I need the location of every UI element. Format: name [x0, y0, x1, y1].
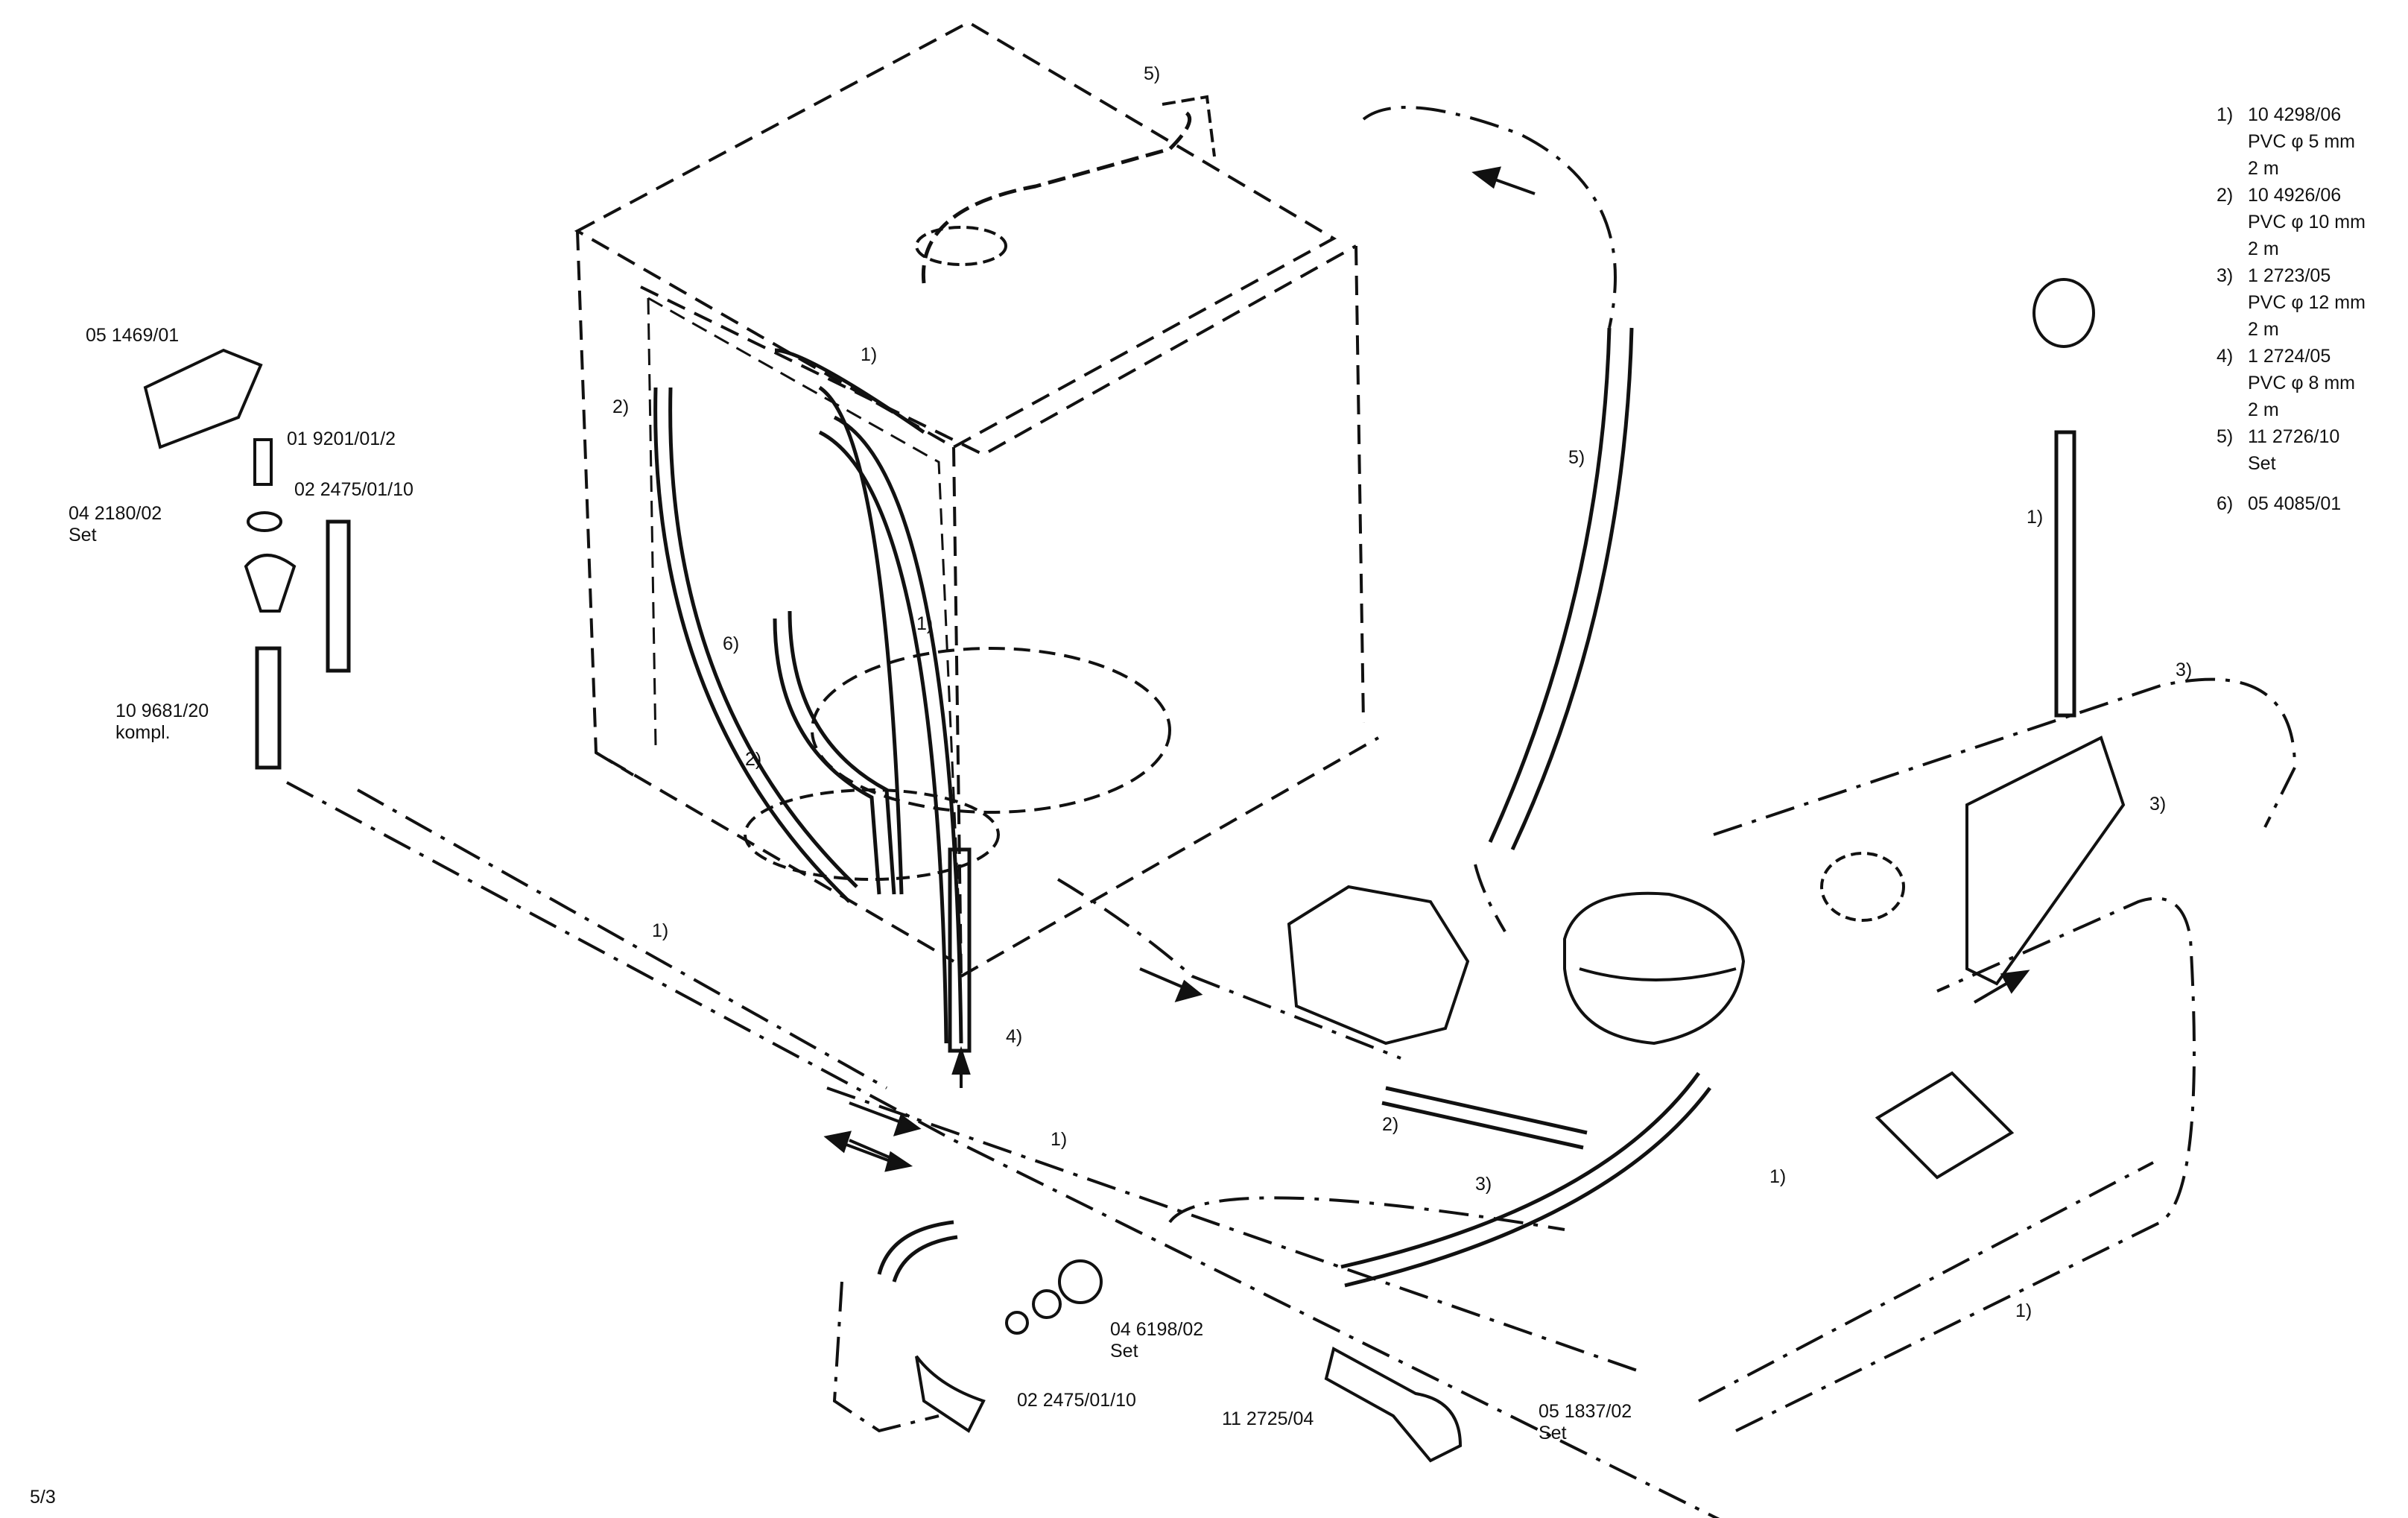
callout-2-left: 2)	[612, 396, 630, 417]
legend-row: 5)11 2726/10	[2217, 426, 2340, 447]
callout-5-top: 5)	[1144, 63, 1161, 84]
part-label-051837: 05 1837/02 Set	[1539, 1401, 1632, 1443]
callout-2-bottom: 2)	[1382, 1114, 1399, 1135]
part-label-112725: 11 2725/04	[1222, 1408, 1314, 1429]
legend-row: 4)1 2724/05	[2217, 346, 2331, 367]
page-number: 5/3	[30, 1487, 56, 1508]
legend-row: 1)10 4298/06	[2217, 104, 2342, 125]
callout-5-right: 5)	[1568, 447, 1585, 468]
legend-row: 2)10 4926/06	[2217, 185, 2342, 206]
elbow-051837	[1324, 1347, 1463, 1463]
cabinet-outline	[574, 20, 1379, 978]
callout-1-inner: 1)	[916, 613, 934, 634]
callout-1-pipe: 1)	[861, 344, 878, 365]
legend-spec: PVC φ 12 mm	[2248, 292, 2366, 313]
cap-046198	[1058, 1259, 1103, 1304]
callout-1-right-low: 1)	[1769, 1166, 1787, 1187]
pump-assembly	[1287, 885, 1746, 1046]
callout-1-left: 1)	[652, 920, 669, 941]
legend-spec: PVC φ 8 mm	[2248, 373, 2356, 393]
tube-1-inner	[833, 415, 963, 1044]
legend-length: 2 m	[2248, 158, 2279, 179]
callout-6: 6)	[723, 633, 740, 654]
part-label-051469: 05 1469/01	[86, 325, 180, 346]
flow-arrows	[823, 166, 2030, 1172]
part-label-046198: 04 6198/02 Set	[1110, 1319, 1204, 1362]
pin-019201	[253, 438, 273, 486]
part-label-042180: 04 2180/02 Set	[69, 503, 162, 545]
hose-3-bottom	[1340, 1072, 1701, 1269]
callout-1-bottom: 1)	[1051, 1129, 1068, 1150]
part-label-019201: 01 9201/01/2	[287, 428, 396, 449]
legend-spec: Set	[2248, 453, 2276, 474]
part-label-022475-top: 02 2475/01/10	[294, 479, 414, 500]
legend-length: 2 m	[2248, 319, 2279, 340]
legend-row: 6)05 4085/01	[2217, 493, 2342, 514]
callout-3-right: 3)	[2149, 794, 2167, 815]
hose-5-right	[1488, 327, 1612, 844]
legend-spec: PVC φ 10 mm	[2248, 212, 2366, 233]
hose-loop-1	[286, 106, 2297, 1518]
legend-length: 2 m	[2248, 238, 2279, 259]
clip-051469	[143, 348, 263, 449]
legend-spec: PVC φ 5 mm	[2248, 131, 2356, 152]
valve-block	[1965, 736, 2126, 986]
tube-109681	[255, 646, 282, 770]
part-label-022475-bottom: 02 2475/01/10	[1017, 1390, 1136, 1411]
pipe-1-right	[2054, 430, 2076, 718]
hose-2-bottom	[1385, 1086, 1588, 1135]
sump-outline	[811, 647, 1171, 814]
tube-2-inner	[773, 618, 881, 895]
tube-2-left	[653, 387, 851, 903]
callout-4: 4)	[1006, 1026, 1023, 1047]
inner-frame	[647, 297, 963, 962]
callout-2-inner: 2)	[745, 749, 762, 770]
callout-1-far: 1)	[2015, 1300, 2032, 1321]
callout-3-top: 3)	[2176, 660, 2193, 680]
callout-3-bottom: 3)	[1475, 1174, 1492, 1195]
part-label-109681: 10 9681/20 kompl.	[115, 701, 209, 743]
callout-1-right: 1)	[2027, 507, 2044, 528]
legend-row: 3)1 2723/05	[2217, 265, 2331, 286]
legend-length: 2 m	[2248, 399, 2279, 420]
top-pipe-5	[921, 110, 1192, 284]
pump-base	[744, 788, 1000, 881]
hose-legend: 1)10 4298/06 PVC φ 5 mm 2 m 2)10 4926/06…	[2217, 101, 2366, 517]
